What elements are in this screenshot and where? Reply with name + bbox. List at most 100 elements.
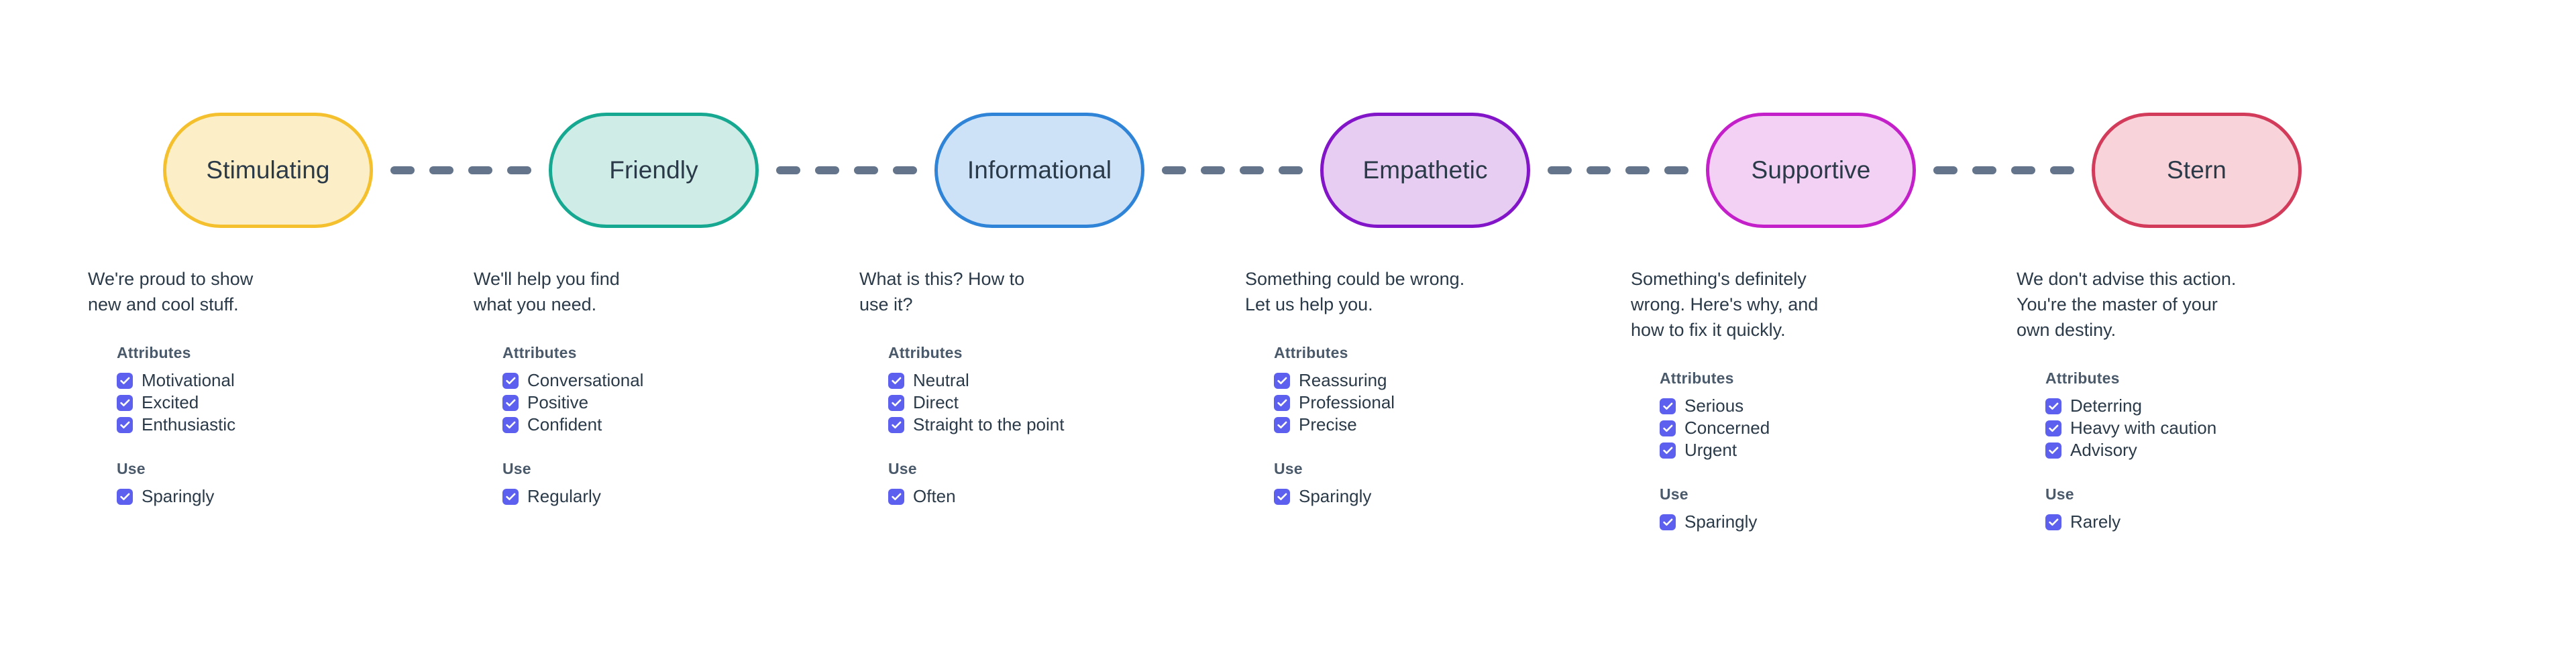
attributes-option[interactable]: Conversational bbox=[502, 369, 771, 392]
checkmark-icon[interactable] bbox=[2045, 442, 2061, 459]
checkmark-icon[interactable] bbox=[117, 416, 133, 433]
use-group-title: Use bbox=[888, 460, 917, 477]
use-option-label: Regularly bbox=[527, 486, 601, 506]
attributes-option[interactable]: Motivational bbox=[117, 369, 385, 392]
checkmark-icon[interactable] bbox=[888, 416, 904, 433]
checkmark-icon[interactable] bbox=[502, 416, 519, 433]
dash-segment bbox=[1279, 166, 1303, 174]
attributes-option-label: Deterring bbox=[2070, 396, 2142, 416]
attributes-option[interactable]: Positive bbox=[502, 392, 771, 414]
attributes-option[interactable]: Reassuring bbox=[1274, 369, 1542, 392]
attributes-option[interactable]: Confident bbox=[502, 414, 771, 436]
use-option-label: Sparingly bbox=[142, 486, 215, 506]
checkmark-icon[interactable] bbox=[502, 372, 519, 389]
attributes-option[interactable]: Heavy with caution bbox=[2045, 417, 2314, 439]
tone-pill[interactable]: Stimulating bbox=[163, 113, 373, 228]
checkmark-icon[interactable] bbox=[117, 372, 133, 389]
attributes-option-label: Straight to the point bbox=[913, 414, 1065, 434]
checkmark-icon[interactable] bbox=[502, 394, 519, 411]
use-option-label: Often bbox=[913, 486, 956, 506]
dash-segment bbox=[429, 166, 453, 174]
dash-segment bbox=[893, 166, 917, 174]
attributes-option[interactable]: Excited bbox=[117, 392, 385, 414]
attributes-option[interactable]: Advisory bbox=[2045, 439, 2314, 461]
checkmark-icon[interactable] bbox=[1660, 514, 1676, 530]
attributes-option-label: Advisory bbox=[2070, 440, 2137, 460]
checkmark-icon[interactable] bbox=[1660, 398, 1676, 414]
attributes-option[interactable]: Professional bbox=[1274, 392, 1542, 414]
attributes-option[interactable]: Urgent bbox=[1660, 439, 1928, 461]
tone-description: Something's definitely wrong. Here's why… bbox=[1631, 269, 1819, 340]
checkmark-icon[interactable] bbox=[888, 488, 904, 505]
tone-name: Stimulating bbox=[206, 156, 330, 184]
checkmark-icon[interactable] bbox=[1660, 420, 1676, 436]
attributes-option-label: Positive bbox=[527, 392, 589, 412]
tone-pill[interactable]: Supportive bbox=[1706, 113, 1916, 228]
use-option[interactable]: Sparingly bbox=[1660, 511, 1928, 533]
dashed-line-icon bbox=[1916, 113, 2092, 228]
attributes-group-title: Attributes bbox=[1660, 369, 1734, 387]
checkmark-icon[interactable] bbox=[1660, 442, 1676, 459]
dashed-line-icon bbox=[759, 113, 934, 228]
attributes-option[interactable]: Direct bbox=[888, 392, 1157, 414]
attributes-option[interactable]: Enthusiastic bbox=[117, 414, 385, 436]
use-group-title: Use bbox=[502, 460, 531, 477]
use-option[interactable]: Sparingly bbox=[1274, 485, 1542, 508]
checkmark-icon[interactable] bbox=[2045, 420, 2061, 436]
checkmark-icon[interactable] bbox=[1274, 394, 1290, 411]
checkmark-icon[interactable] bbox=[1274, 416, 1290, 433]
use-option[interactable]: Often bbox=[888, 485, 1157, 508]
checkmark-icon[interactable] bbox=[117, 488, 133, 505]
attributes-option-label: Urgent bbox=[1684, 440, 1737, 460]
dash-segment bbox=[1162, 166, 1186, 174]
dashed-line-icon bbox=[373, 113, 549, 228]
use-option[interactable]: Rarely bbox=[2045, 511, 2314, 533]
dash-segment bbox=[2050, 166, 2074, 174]
dash-segment bbox=[1625, 166, 1650, 174]
tone-description: We'll help you find what you need. bbox=[474, 269, 620, 314]
tone-pill[interactable]: Stern bbox=[2092, 113, 2302, 228]
attributes-group-title: Attributes bbox=[888, 344, 963, 361]
attributes-option[interactable]: Neutral bbox=[888, 369, 1157, 392]
checkmark-icon[interactable] bbox=[1274, 488, 1290, 505]
tone-pill[interactable]: Informational bbox=[934, 113, 1144, 228]
tone-description: Something could be wrong. Let us help yo… bbox=[1245, 269, 1465, 314]
attributes-option[interactable]: Precise bbox=[1274, 414, 1542, 436]
attributes-option[interactable]: Straight to the point bbox=[888, 414, 1157, 436]
tone-description: What is this? How to use it? bbox=[859, 269, 1025, 314]
tone-pill[interactable]: Empathetic bbox=[1320, 113, 1530, 228]
dash-segment bbox=[1548, 166, 1572, 174]
checkmark-icon[interactable] bbox=[2045, 514, 2061, 530]
checkmark-icon[interactable] bbox=[888, 394, 904, 411]
use-option[interactable]: Regularly bbox=[502, 485, 771, 508]
checkmark-icon[interactable] bbox=[117, 394, 133, 411]
attributes-option[interactable]: Concerned bbox=[1660, 417, 1928, 439]
attributes-option[interactable]: Deterring bbox=[2045, 395, 2314, 417]
checkmark-icon[interactable] bbox=[888, 372, 904, 389]
dash-segment bbox=[507, 166, 531, 174]
dash-segment bbox=[1240, 166, 1264, 174]
attributes-group-title: Attributes bbox=[117, 344, 191, 361]
dash-segment bbox=[1972, 166, 1996, 174]
use-option[interactable]: Sparingly bbox=[117, 485, 385, 508]
tone-pill[interactable]: Friendly bbox=[549, 113, 759, 228]
checkmark-icon[interactable] bbox=[2045, 398, 2061, 414]
attributes-option[interactable]: Serious bbox=[1660, 395, 1928, 417]
checkmark-icon[interactable] bbox=[1274, 372, 1290, 389]
dash-segment bbox=[1933, 166, 1957, 174]
attributes-option-label: Conversational bbox=[527, 370, 644, 390]
tone-name: Stern bbox=[2167, 156, 2226, 184]
checkmark-icon[interactable] bbox=[502, 488, 519, 505]
